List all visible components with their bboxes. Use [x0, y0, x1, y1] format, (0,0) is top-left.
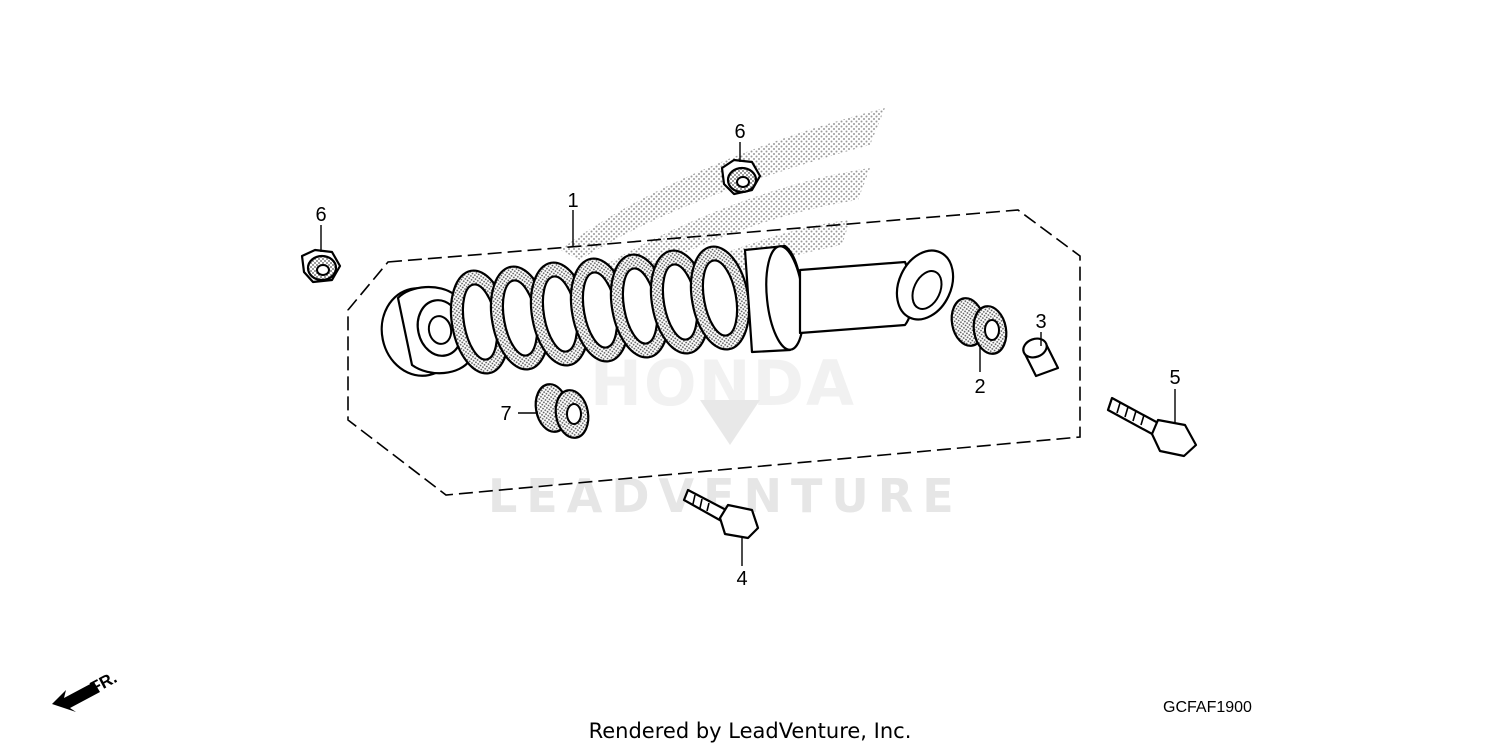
callout-leaders: [320, 142, 1176, 566]
callout-6-upper[interactable]: 6: [734, 121, 745, 143]
callout-7[interactable]: 7: [500, 403, 511, 425]
footer-credit: Rendered by LeadVenture, Inc.: [589, 719, 912, 743]
callout-1[interactable]: 1: [567, 190, 578, 212]
callout-3[interactable]: 3: [1035, 311, 1046, 333]
callout-5[interactable]: 5: [1169, 367, 1180, 389]
rear-cushion-part[interactable]: [374, 241, 964, 383]
spring-coils: [449, 245, 751, 375]
assembly-boundary: [347, 209, 1081, 496]
bushing-part-7[interactable]: [532, 382, 592, 441]
nut-part-6-upper[interactable]: [720, 158, 762, 196]
bushing-part-2[interactable]: [948, 296, 1010, 357]
callout-4[interactable]: 4: [736, 568, 747, 590]
bolt-part-5[interactable]: [1106, 396, 1198, 458]
bolt-part-4[interactable]: [682, 488, 760, 540]
collar-part-3[interactable]: [1021, 335, 1060, 378]
nut-part-6-left[interactable]: [300, 248, 342, 284]
callout-2[interactable]: 2: [974, 376, 985, 398]
diagram-code: GCFAF1900: [1163, 699, 1252, 716]
front-direction-marker: FR.: [52, 668, 120, 712]
callout-6-left[interactable]: 6: [315, 204, 326, 226]
